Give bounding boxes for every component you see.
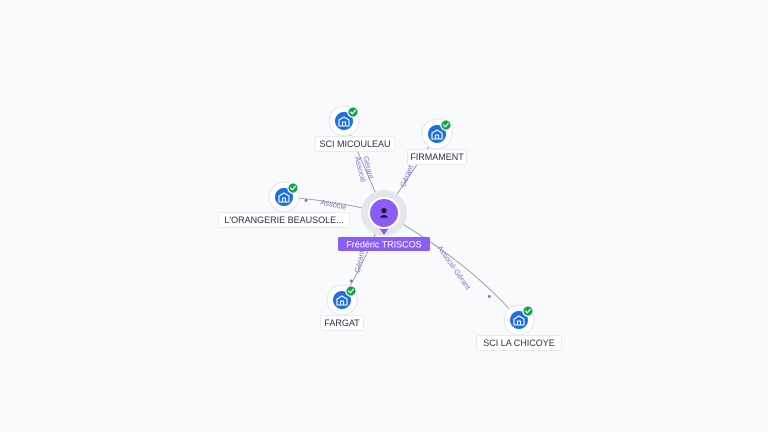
- person-node[interactable]: Frédéric TRISCOS: [338, 190, 430, 251]
- company-name: SCI LA CHICOYE: [483, 338, 555, 348]
- person-label[interactable]: Frédéric TRISCOS: [338, 237, 430, 251]
- nodes-layer: SCI MICOULEAU FIRMAMENT L'ORANGERIE BEAUSO…: [217, 105, 562, 351]
- company-name: FARGAT: [324, 318, 360, 328]
- person-name: Frédéric TRISCOS: [346, 239, 421, 249]
- verified-check-icon: [347, 106, 359, 118]
- company-label[interactable]: FARGAT: [319, 315, 364, 331]
- company-label[interactable]: L'ORANGERIE BEAUSOLE...: [217, 212, 351, 228]
- building-icon: [431, 129, 443, 140]
- company-node-fargat[interactable]: FARGAT: [319, 284, 364, 331]
- edge-arrow: [487, 295, 491, 298]
- edge-arrow: [304, 199, 308, 202]
- company-node-firmament[interactable]: FIRMAMENT: [407, 118, 467, 165]
- edge-label: Gérant: [398, 163, 415, 188]
- building-icon: [278, 192, 290, 203]
- edge-label: Associé-Gérant: [436, 244, 474, 292]
- company-node-sci-la-chicoye[interactable]: SCI LA CHICOYE: [476, 304, 562, 351]
- verified-check-icon: [440, 119, 452, 131]
- company-name: SCI MICOULEAU: [319, 139, 390, 149]
- verified-check-icon: [345, 285, 357, 297]
- edge-label: Associé: [320, 197, 348, 211]
- company-node-lorangerie[interactable]: L'ORANGERIE BEAUSOLE...: [217, 181, 351, 228]
- company-label[interactable]: FIRMAMENT: [407, 149, 467, 165]
- building-icon: [338, 116, 350, 127]
- edge-arrow: [349, 279, 353, 283]
- edge-label: Gérant: [353, 248, 367, 273]
- company-label[interactable]: SCI MICOULEAU: [314, 136, 396, 152]
- company-label[interactable]: SCI LA CHICOYE: [476, 335, 562, 351]
- company-name: L'ORANGERIE BEAUSOLE...: [224, 215, 343, 225]
- building-icon: [336, 295, 348, 306]
- user-icon: [379, 207, 389, 218]
- company-node-sci-micouleau[interactable]: SCI MICOULEAU: [314, 105, 396, 152]
- edge-sci-la-chicoye[interactable]: Associé-Gérant: [383, 212, 520, 321]
- edge-line: [383, 212, 520, 321]
- building-icon: [513, 315, 525, 326]
- company-name: FIRMAMENT: [410, 152, 464, 162]
- verified-check-icon: [287, 182, 299, 194]
- verified-check-icon: [522, 305, 534, 317]
